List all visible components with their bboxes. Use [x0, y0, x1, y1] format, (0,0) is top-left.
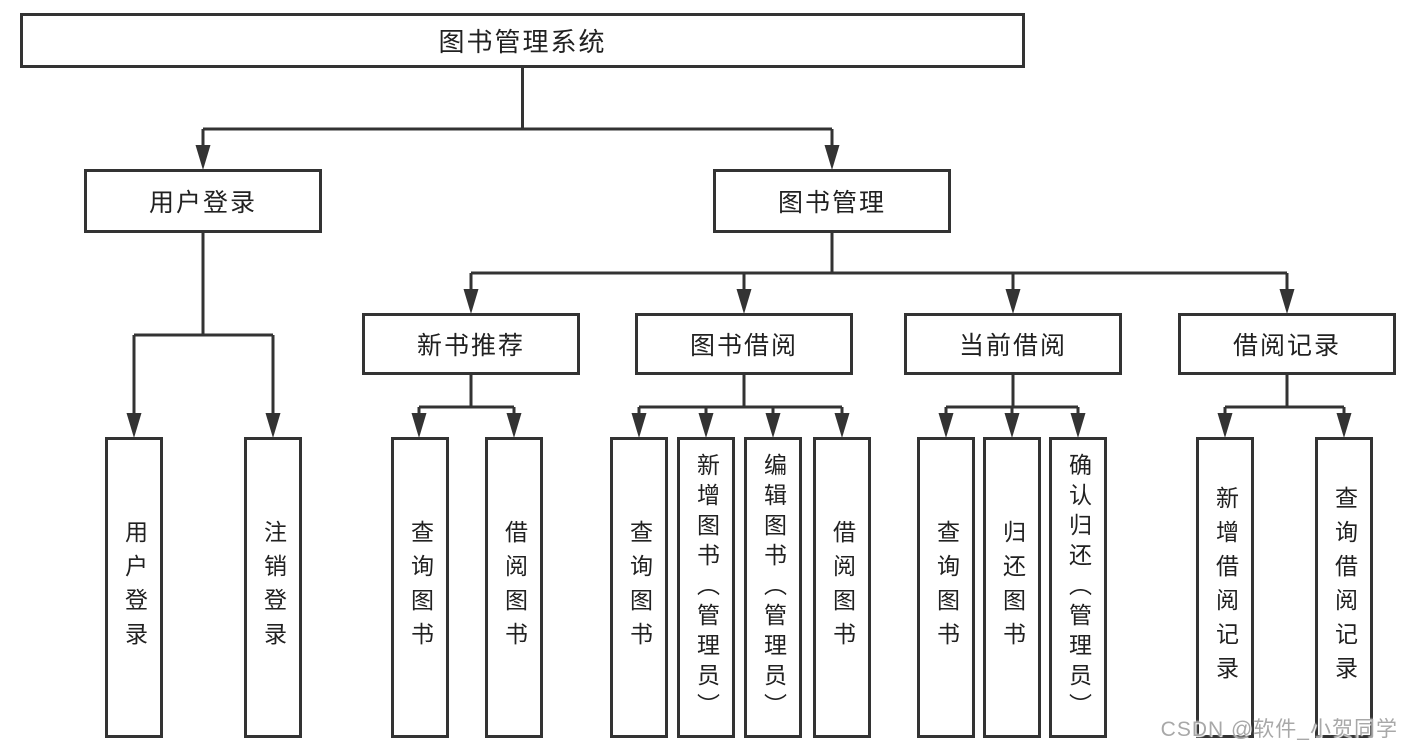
node-borrowing-records: 借阅记录 — [1178, 313, 1396, 375]
leaf-add-borrow-record: 新增借阅记录 — [1196, 437, 1254, 738]
leaf-query-borrow-record: 查询借阅记录 — [1315, 437, 1373, 738]
node-current-borrowing: 当前借阅 — [904, 313, 1122, 375]
watermark: CSDN @软件_小贺同学 — [1160, 718, 1398, 741]
leaf-confirm-return-admin: 确认归还（管理员） — [1049, 437, 1107, 738]
leaf-return-books: 归还图书 — [983, 437, 1041, 738]
node-book-management: 图书管理 — [713, 169, 951, 233]
node-book-borrowing: 图书借阅 — [635, 313, 853, 375]
leaf-query-books: 查询图书 — [610, 437, 668, 738]
node-new-book-recommend: 新书推荐 — [362, 313, 580, 375]
leaf-user-login: 用户登录 — [105, 437, 163, 738]
leaf-query-books: 查询图书 — [917, 437, 975, 738]
node-library-system: 图书管理系统 — [20, 13, 1025, 68]
leaf-logout-login: 注销登录 — [244, 437, 302, 738]
leaf-query-books: 查询图书 — [391, 437, 449, 738]
leaf-borrow-books: 借阅图书 — [485, 437, 543, 738]
leaf-add-books-admin: 新增图书（管理员） — [677, 437, 735, 738]
node-user-login: 用户登录 — [84, 169, 322, 233]
leaf-edit-books-admin: 编辑图书（管理员） — [744, 437, 802, 738]
leaf-borrow-books: 借阅图书 — [813, 437, 871, 738]
